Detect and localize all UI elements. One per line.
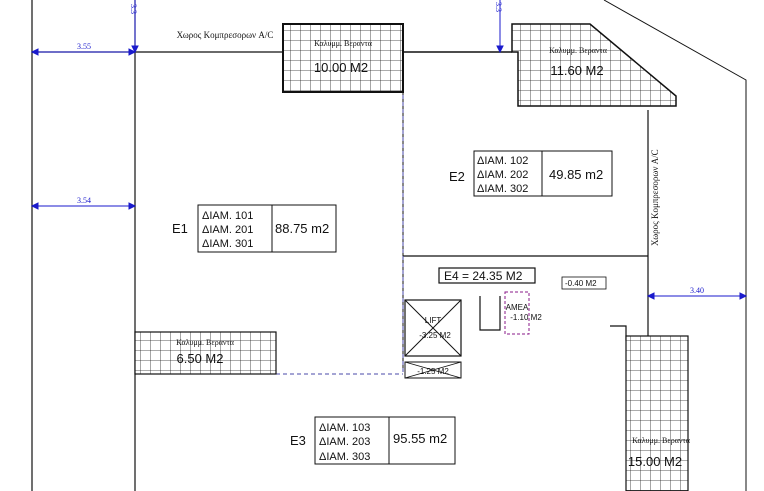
right-outer-wall (603, 0, 747, 491)
small-area-label: -0.40 M2 (565, 279, 597, 288)
veranda-left-area: 6.50 M2 (177, 351, 224, 366)
dim-left-top: 3.55 (77, 42, 91, 51)
unit-e3-apartment: ΔΙΑΜ. 203 (319, 436, 370, 448)
dim-top-mid-vertical: 3.3 (494, 2, 503, 12)
e4-label: E4 = 24.35 M2 (444, 269, 523, 283)
shaft-area: -1.25 M2 (417, 367, 449, 376)
dim-top-left-vertical: 3.3 (129, 4, 138, 14)
veranda-left (134, 331, 277, 375)
unit-e3-box (314, 416, 456, 465)
compressor-label-right: Χωρος Κομπρεσορων A/C (650, 149, 660, 246)
unit-e3: E3 ΔΙΑΜ. 103 ΔΙΑΜ. 203 ΔΙΑΜ. 303 95.55 m… (290, 416, 456, 465)
veranda-bottom-right (625, 335, 689, 491)
unit-e2-box (473, 150, 613, 197)
amea-box (504, 291, 530, 335)
unit-e3-apartment: ΔΙΑΜ. 303 (319, 451, 370, 463)
unit-e2-apartment: ΔΙΑΜ. 302 (477, 183, 528, 195)
unit-e1-apartment: ΔΙΑΜ. 201 (202, 224, 253, 236)
unit-e1-apartment: ΔΙΑΜ. 101 (202, 210, 253, 222)
veranda-top-mid-label: Καλυμμ. Βεραντα (314, 39, 373, 48)
unit-e1-apartment: ΔΙΑΜ. 301 (202, 238, 253, 250)
e4-box (438, 267, 536, 284)
amea-area: -1.10 M2 (510, 313, 542, 322)
veranda-top-mid (282, 23, 404, 93)
lift-label: LIFT (425, 316, 442, 325)
amea-label: AMEA (506, 303, 529, 312)
veranda-top-right-area: 11.60 M2 (550, 63, 603, 78)
unit-e1: E1 ΔΙΑΜ. 101 ΔΙΑΜ. 201 ΔΙΑΜ. 301 88.75 m… (172, 204, 337, 253)
verandas (134, 23, 689, 491)
lift-area: -3.25 M2 (419, 331, 451, 340)
dim-left-mid-arrows (30, 202, 137, 210)
dim-right: 3.40 (690, 286, 704, 295)
unit-e2-area: 49.85 m2 (549, 167, 603, 182)
dim-left-top-arrows (30, 48, 137, 56)
lift-cross-line (404, 299, 462, 357)
veranda-bottom-right-area: 15.00 M2 (628, 454, 682, 469)
unit-e2-apartment: ΔΙΑΜ. 202 (477, 169, 528, 181)
dim-top-mid-arrow (496, 45, 504, 54)
unit-e1-box (197, 204, 337, 253)
corridor-wall (479, 296, 501, 331)
unit-e1-name: E1 (172, 221, 188, 236)
veranda-top-right-label: Καλυμμ. Βεραντα (549, 46, 608, 55)
dim-right-arrows (646, 292, 748, 300)
small-area-box (561, 276, 607, 290)
veranda-top-mid-area: 10.00 M2 (314, 60, 368, 75)
unit-e2: E2 ΔΙΑΜ. 102 ΔΙΑΜ. 202 ΔΙΑΜ. 302 49.85 m… (449, 150, 613, 197)
unit-e1-area: 88.75 m2 (275, 221, 329, 236)
unit-e3-apartment: ΔΙΑΜ. 103 (319, 422, 370, 434)
veranda-left-label: Καλυμμ. Βεραντα (176, 338, 235, 347)
unit-e3-name: E3 (290, 433, 306, 448)
dimension-lines (30, 0, 748, 300)
compressor-label-top: Χωρος Κομπρεσορων A/C (177, 30, 274, 40)
common-area: E4 = 24.35 M2 -0.40 M2 LIFT -3.25 M2 -1.… (404, 267, 607, 379)
veranda-top-right (511, 23, 677, 107)
unit-e2-name: E2 (449, 169, 465, 184)
veranda-bottom-right-label: Καλυμμ. Βεραντα (632, 436, 691, 445)
dim-top-left-arrow (131, 45, 139, 54)
unit-e2-apartment: ΔΙΑΜ. 102 (477, 155, 528, 167)
dim-left-mid: 3.54 (77, 196, 91, 205)
unit-e3-area: 95.55 m2 (393, 431, 447, 446)
